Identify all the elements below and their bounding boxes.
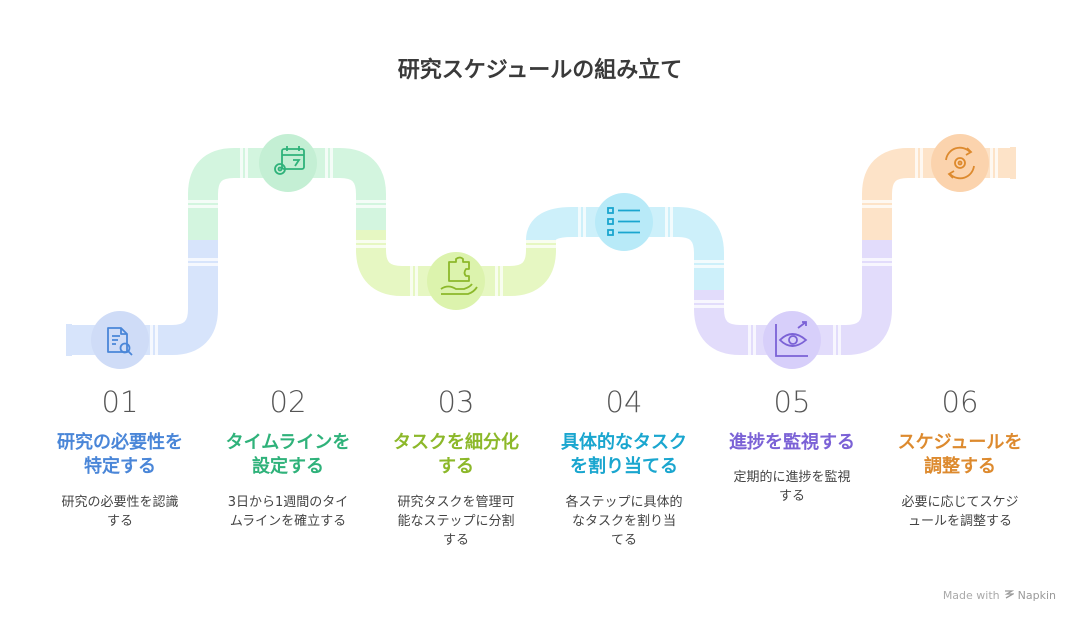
chart-eye-icon [763, 311, 821, 369]
step-number: 05 [773, 385, 811, 419]
step-title: 研究の必要性を 特定する [40, 431, 200, 479]
step-description: 研究の必要性を認識 する [40, 493, 200, 531]
step-title-line: 特定する [84, 456, 156, 477]
step-description-line: する [442, 533, 469, 548]
document-search-icon [91, 311, 149, 369]
napkin-logo-icon [1004, 589, 1016, 602]
step-title: タスクを細分化 する [376, 431, 536, 479]
step-description: 定期的に進捗を監視 する [712, 468, 872, 506]
step-title: 進捗を監視する [712, 431, 872, 455]
pipe-start-cap [66, 324, 72, 356]
step-description-line: 定期的に進捗を監視 [733, 470, 851, 485]
step-title-line: 具体的なタスク [561, 432, 687, 453]
step-description-line: 必要に応じてスケジ [901, 495, 1019, 510]
step-description: 各ステップに具体的 なタスクを割り当 てる [544, 493, 704, 550]
diagram-title: 研究スケジュールの組み立て [397, 58, 683, 83]
step-description-line: 各ステップに具体的 [565, 495, 683, 510]
step-description-line: ュールを調整する [907, 514, 1012, 529]
step-number: 04 [605, 385, 643, 419]
step-number: 03 [437, 385, 475, 419]
step-title: タイムラインを 設定する [208, 431, 368, 479]
step-description-line: なタスクを割り当 [571, 514, 676, 529]
step-description-line: てる [610, 533, 637, 548]
step-description-line: 3日から1週間のタイ [227, 495, 349, 510]
step-title-line: スケジュールを [897, 432, 1023, 453]
step-number: 01 [101, 385, 139, 419]
pipe-segment-6 [862, 148, 1012, 240]
cycle-gear-icon [931, 134, 989, 192]
step-description-line: 研究タスクを管理可 [397, 495, 515, 510]
step-description-line: する [106, 514, 133, 529]
step-description: 研究タスクを管理可 能なステップに分割 する [376, 493, 536, 550]
step-title-line: 調整する [924, 456, 996, 477]
step-title-line: 研究の必要性を [57, 432, 183, 453]
step-description: 3日から1週間のタイ ムラインを確立する [208, 493, 368, 531]
step-description-line: する [778, 489, 805, 504]
step-description-line: ムラインを確立する [229, 514, 347, 529]
step-description-line: 能なステップに分割 [397, 514, 515, 529]
hand-puzzle-icon [427, 252, 485, 310]
pipe-segment-4 [526, 207, 724, 290]
step-title-line: 設定する [252, 456, 324, 477]
step-title-line: 進捗を監視する [729, 432, 855, 453]
step-title-line: を割り当てる [570, 456, 678, 477]
step-title: スケジュールを 調整する [880, 431, 1040, 479]
made-with-label: Made with [942, 589, 1000, 602]
step-number: 06 [941, 385, 979, 419]
step-description: 必要に応じてスケジ ュールを調整する [880, 493, 1040, 531]
calendar-gear-icon [259, 134, 317, 192]
step-description-line: 研究の必要性を認識 [61, 495, 179, 510]
pipe-segment-1 [70, 240, 218, 355]
checklist-icon [595, 193, 653, 251]
step-title-line: する [438, 456, 474, 477]
step-title-line: タイムラインを [225, 432, 351, 453]
step-number: 02 [269, 385, 307, 419]
step-title-line: タスクを細分化 [393, 432, 519, 453]
pipe-end-cap [1010, 147, 1016, 179]
footer-credit[interactable]: Made with Napkin [943, 589, 1056, 602]
brand-label: Napkin [1017, 589, 1056, 602]
step-title: 具体的なタスク を割り当てる [544, 431, 704, 479]
